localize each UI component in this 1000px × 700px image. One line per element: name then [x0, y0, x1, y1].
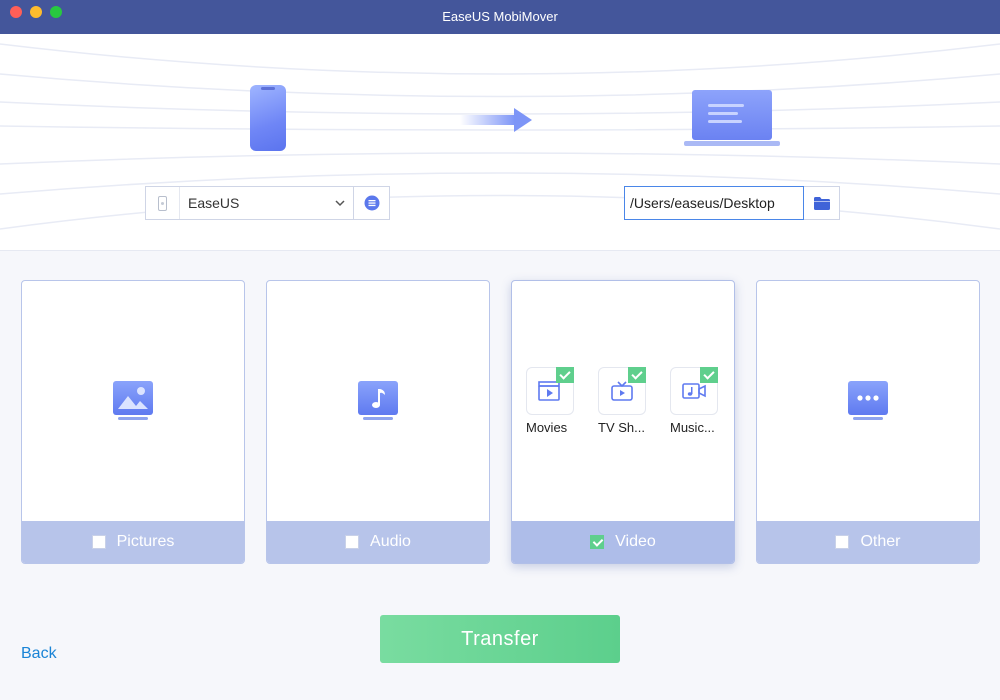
video-sub-items: Movies TV Sh...	[526, 367, 726, 447]
category-card-audio[interactable]: Audio	[266, 280, 490, 564]
destination-computer-icon	[684, 90, 780, 146]
other-checkbox[interactable]	[835, 535, 850, 549]
chevron-down-icon	[335, 199, 345, 206]
picture-icon	[113, 381, 153, 420]
transfer-button[interactable]: Transfer	[380, 615, 620, 663]
device-phone-icon	[146, 187, 180, 219]
more-icon	[848, 381, 888, 420]
folder-icon	[813, 196, 830, 210]
category-label: Other	[860, 533, 901, 550]
device-name: EaseUS	[188, 195, 240, 211]
destination-path-input[interactable]	[624, 186, 804, 220]
category-footer: Video	[512, 521, 734, 563]
minimize-window-button[interactable]	[30, 6, 42, 18]
pictures-checkbox[interactable]	[91, 535, 106, 549]
category-card-pictures[interactable]: Pictures	[21, 280, 245, 564]
category-footer: Audio	[267, 521, 489, 563]
back-link[interactable]: Back	[21, 645, 57, 662]
source-phone-icon	[250, 85, 286, 151]
transfer-arrow-icon	[460, 108, 532, 132]
sub-item-label: TV Sh...	[598, 420, 645, 435]
title-bar: EaseUS MobiMover	[0, 0, 1000, 34]
category-footer: Other	[757, 521, 979, 563]
close-window-button[interactable]	[10, 6, 22, 18]
transfer-direction-panel: EaseUS	[0, 34, 1000, 251]
list-menu-icon	[364, 195, 379, 211]
music-videos-checked-badge[interactable]	[700, 367, 718, 383]
category-label: Pictures	[116, 533, 175, 550]
sub-item-label: Movies	[526, 420, 568, 435]
category-label: Audio	[370, 533, 411, 550]
category-footer: Pictures	[22, 521, 244, 563]
browse-folder-button[interactable]	[804, 186, 840, 220]
tv-shows-checked-badge[interactable]	[628, 367, 646, 383]
window-title: EaseUS MobiMover	[442, 8, 558, 24]
category-label: Video	[615, 533, 656, 550]
audio-checkbox[interactable]	[345, 535, 360, 549]
video-checkbox[interactable]	[590, 535, 605, 549]
device-info-button[interactable]	[354, 186, 390, 220]
category-panel: Pictures Audio	[0, 251, 1000, 700]
category-card-other[interactable]: Other	[756, 280, 980, 564]
sub-item-label: Music...	[670, 420, 715, 435]
music-icon	[358, 381, 398, 420]
movies-checked-badge[interactable]	[556, 367, 574, 383]
device-select[interactable]: EaseUS	[145, 186, 354, 220]
maximize-window-button[interactable]	[50, 6, 62, 18]
category-card-video[interactable]: Movies TV Sh...	[511, 280, 735, 564]
